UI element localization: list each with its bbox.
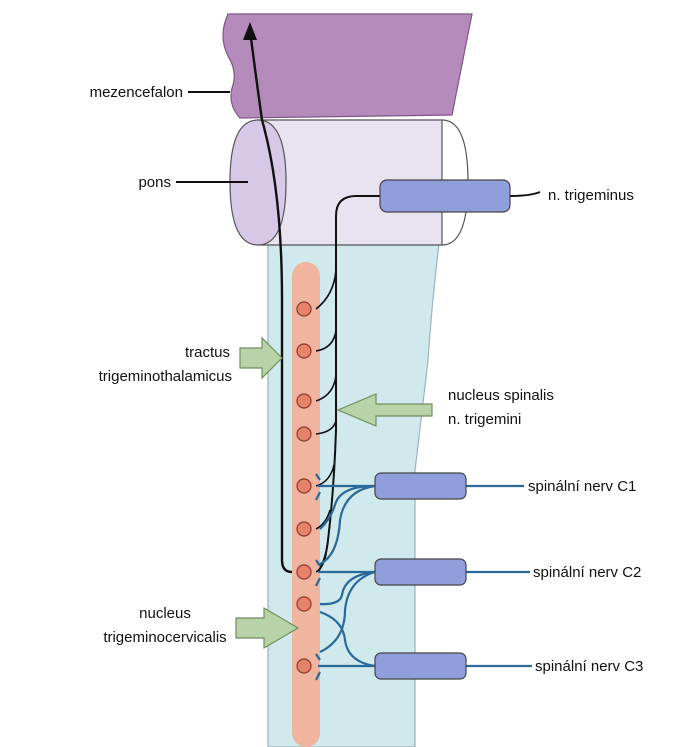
label-nerve-c1: spinální nerv C1 <box>528 478 636 495</box>
spinal-nerve-root-c2 <box>375 559 466 585</box>
label-nucleus-spinalis-line1: nucleus spinalis <box>448 387 554 404</box>
label-pons: pons <box>138 174 171 191</box>
label-nerve-c3: spinální nerv C3 <box>535 658 643 675</box>
nucleus-dot <box>297 659 311 673</box>
trigeminal-root-line <box>510 192 540 196</box>
trigeminal-nerve-root <box>380 180 510 212</box>
nucleus-dot <box>297 565 311 579</box>
nucleus-dot <box>297 394 311 408</box>
label-trigeminus: n. trigeminus <box>548 187 634 204</box>
label-nucleus-spinalis-line2: n. trigemini <box>448 411 521 428</box>
label-tractus-line2: trigeminothalamicus <box>99 368 232 385</box>
spinal-nerve-root-c3 <box>375 653 466 679</box>
nucleus-dot <box>297 597 311 611</box>
nucleus-column <box>292 262 320 747</box>
label-mezencefalon: mezencefalon <box>90 84 183 101</box>
label-tractus-line1: tractus <box>185 344 230 361</box>
label-nucleus-tc-line2: trigeminocervicalis <box>103 629 226 646</box>
nucleus-dot <box>297 302 311 316</box>
label-nerve-c2: spinální nerv C2 <box>533 564 641 581</box>
label-nucleus-tc-line1: nucleus <box>139 605 191 622</box>
nucleus-dot <box>297 479 311 493</box>
nucleus-dot <box>297 344 311 358</box>
spinal-nerve-root-c1 <box>375 473 466 499</box>
nucleus-dot <box>297 427 311 441</box>
nucleus-dot <box>297 522 311 536</box>
